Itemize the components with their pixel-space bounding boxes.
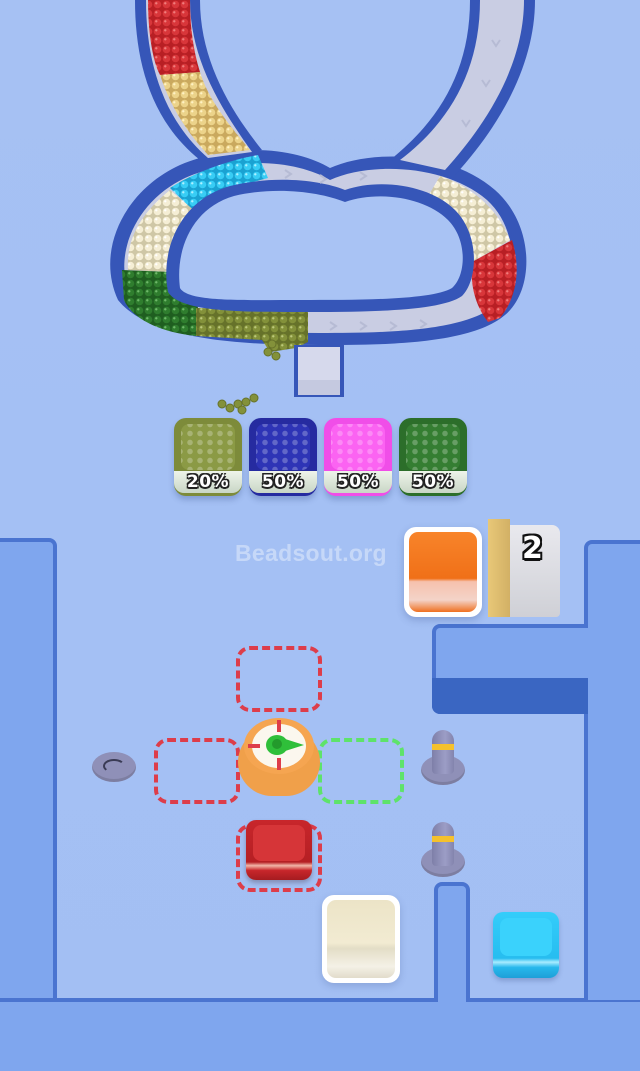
post-band bbox=[432, 744, 454, 750]
bin-magenta-beads bbox=[331, 424, 385, 470]
bollard-post-1[interactable] bbox=[432, 730, 454, 774]
queued-box-orange[interactable] bbox=[404, 527, 482, 617]
wall-shelf-face bbox=[432, 678, 588, 714]
bin-dark-green: 50% bbox=[399, 418, 467, 496]
slot-left[interactable] bbox=[154, 738, 240, 804]
slot-top[interactable] bbox=[236, 646, 322, 712]
bin-dark-green-beads bbox=[406, 424, 460, 470]
queue-dispenser: 2 bbox=[488, 519, 564, 617]
slot-right[interactable] bbox=[318, 738, 404, 804]
bin-dark-green-percent: 50% bbox=[399, 471, 467, 493]
dispenser-body bbox=[510, 525, 560, 617]
bin-magenta: 50% bbox=[324, 418, 392, 496]
bin-navy-beads bbox=[256, 424, 310, 470]
bin-navy-percent: 50% bbox=[249, 471, 317, 493]
post-band bbox=[432, 836, 454, 842]
rotator-tick-left bbox=[248, 744, 260, 748]
wall-left bbox=[0, 538, 57, 1071]
bin-olive-percent: 20% bbox=[174, 471, 242, 493]
bead-conveyor-track bbox=[110, 0, 535, 415]
socket-ring-icon bbox=[103, 759, 125, 773]
orange-box-body bbox=[409, 532, 477, 612]
rotator-tick-bottom bbox=[277, 758, 281, 770]
queue-count: 2 bbox=[522, 531, 543, 566]
red-box-lid bbox=[253, 825, 305, 861]
bin-olive: 20% bbox=[174, 418, 242, 496]
watermark-text: Beadsout.org bbox=[235, 540, 387, 566]
dispenser-gate bbox=[488, 519, 510, 617]
arrow-pointer-right-icon bbox=[282, 738, 304, 752]
wall-bottom bbox=[0, 998, 640, 1071]
cream-box-body bbox=[327, 900, 395, 978]
cream-box[interactable] bbox=[322, 895, 400, 983]
arrow-hub bbox=[272, 739, 282, 749]
bin-navy: 50% bbox=[249, 418, 317, 496]
bin-magenta-percent: 50% bbox=[324, 471, 392, 493]
rotator[interactable] bbox=[238, 718, 320, 796]
wall-right bbox=[584, 540, 640, 1000]
wall-divider bbox=[434, 882, 470, 1002]
bollard-post-2[interactable] bbox=[432, 822, 454, 866]
bin-olive-beads bbox=[181, 424, 235, 470]
cyan-box-lid bbox=[500, 918, 552, 956]
rotator-tick-top bbox=[277, 720, 281, 732]
